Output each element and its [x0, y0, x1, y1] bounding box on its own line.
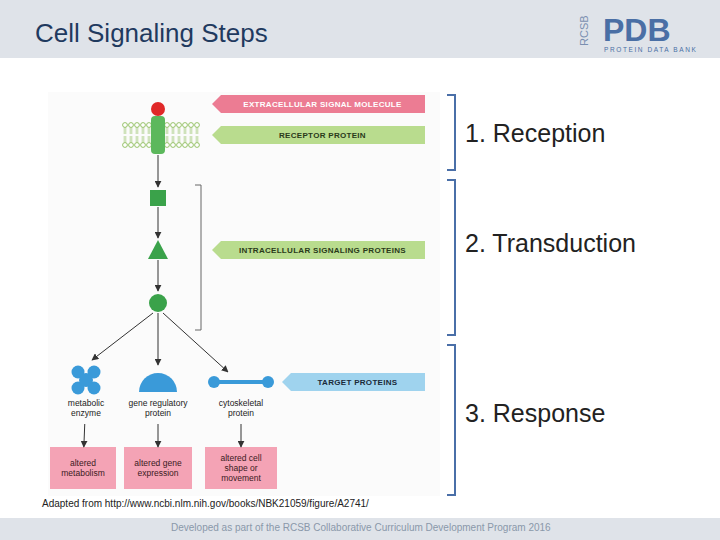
protein-symbol — [55, 362, 117, 398]
cascade-arrow — [158, 313, 159, 365]
callout-band: INTRACELLULAR SIGNALING PROTEINS — [212, 241, 425, 259]
source-note: Adapted from http://www.ncbi.nlm.nih.gov… — [42, 498, 369, 509]
signaling-triangle — [148, 240, 168, 259]
result-label: altered gene expression — [127, 458, 189, 478]
result-label: altered cell shape or movement — [208, 453, 274, 483]
footer-note: Developed as part of the RCSB Collaborat… — [171, 522, 551, 533]
slide-title: Cell Signaling Steps — [35, 18, 268, 49]
step-label: 1. Reception — [465, 119, 605, 148]
result-arrow — [83, 424, 85, 447]
protein-label: gene regulatory protein — [120, 398, 196, 418]
band-shape — [212, 95, 425, 113]
protein-shape: cytoskeletal protein — [205, 362, 277, 424]
callout-label: RECEPTOR PROTEIN — [279, 131, 366, 140]
callout-band: EXTRACELLULAR SIGNAL MOLECULE — [212, 95, 425, 113]
logo-text: PDB — [603, 12, 671, 49]
protein-symbol — [205, 362, 277, 398]
filament — [215, 380, 267, 384]
receptor-symbol — [151, 116, 165, 154]
signaling-circle — [149, 294, 167, 312]
protein-label: cytoskeletal protein — [205, 398, 277, 418]
step-label: 2. Transduction — [465, 229, 636, 258]
signaling-square — [150, 190, 166, 206]
callout-band: RECEPTOR PROTEIN — [212, 126, 425, 144]
cytoskeleton-symbol — [208, 376, 274, 388]
result-box: altered metabolism — [50, 447, 116, 489]
callout-label: INTRACELLULAR SIGNALING PROTEINS — [239, 246, 406, 255]
result-arrow — [241, 424, 242, 447]
result-arrow — [158, 424, 159, 447]
band-shape — [212, 126, 425, 144]
figure-background — [48, 92, 440, 496]
protein-shape: gene regulatory protein — [120, 362, 196, 424]
cascade-bracket — [195, 185, 201, 330]
cascade-arrow — [163, 313, 228, 372]
signal-molecule — [151, 102, 165, 116]
enzyme-symbol — [72, 366, 101, 395]
footer-band — [0, 518, 720, 540]
cascade-arrow — [158, 207, 159, 238]
header-band — [0, 0, 720, 58]
step-bracket — [447, 95, 455, 170]
logo-text: RCSB — [578, 15, 590, 46]
cascade-arrow — [158, 260, 159, 291]
protein-symbol — [120, 362, 196, 398]
band-shape — [212, 241, 425, 259]
filament-end — [208, 376, 220, 388]
result-box: altered gene expression — [124, 447, 192, 489]
regulator-symbol — [139, 373, 177, 392]
band-shape — [282, 373, 425, 391]
callout-label: EXTRACELLULAR SIGNAL MOLECULE — [243, 100, 401, 109]
step-bracket — [447, 345, 455, 495]
callout-label: TARGET PROTEINS — [318, 378, 398, 387]
step-label: 3. Response — [465, 399, 605, 428]
callout-band: TARGET PROTEINS — [282, 373, 425, 391]
cascade-arrow — [158, 155, 159, 187]
filament-end — [262, 376, 274, 388]
logo-text: PROTEIN DATA BANK — [604, 46, 697, 53]
protein-label: metabolic enzyme — [55, 398, 117, 418]
enzyme-lobe — [79, 373, 93, 387]
result-box: altered cell shape or movement — [205, 447, 277, 489]
step-bracket — [447, 180, 455, 335]
result-label: altered metabolism — [53, 458, 113, 478]
cascade-arrow — [92, 313, 153, 360]
protein-shape: metabolic enzyme — [55, 362, 117, 424]
